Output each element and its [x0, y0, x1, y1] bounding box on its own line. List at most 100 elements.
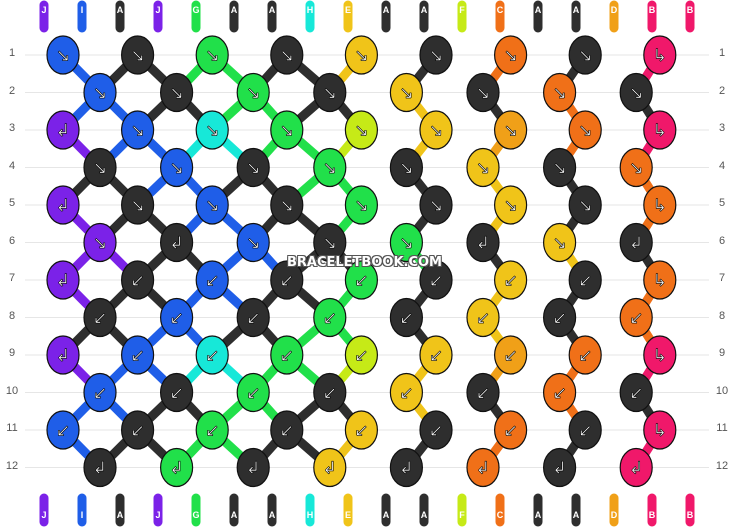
knot-body — [568, 335, 602, 375]
knot-body — [160, 222, 194, 263]
knot-arrow-icon: ↙ — [578, 421, 592, 441]
knot-arrow-icon: ↙ — [354, 346, 368, 366]
knot-body — [344, 35, 378, 75]
knot: ↲ — [466, 222, 500, 263]
knot-arrow-icon: ↘ — [578, 121, 592, 141]
knot-body — [270, 185, 304, 225]
knot: ↘ — [160, 147, 194, 188]
knot: ↘ — [195, 35, 229, 75]
knot: ↘ — [494, 185, 528, 225]
knot: ↙ — [83, 372, 117, 413]
knot-body — [643, 185, 677, 225]
knot: ↲ — [466, 447, 500, 488]
strand-bottom-label: C — [496, 510, 504, 520]
knot-body — [121, 260, 155, 300]
knot: ↘ — [466, 147, 500, 188]
knot: ↘ — [568, 185, 602, 225]
knot: ↘ — [494, 110, 528, 150]
knot-arrow-icon: ↙ — [354, 271, 368, 291]
knot-body — [270, 35, 304, 75]
knot-arrow-icon: ↙ — [56, 421, 70, 441]
knot-body — [494, 185, 528, 225]
knot: ↙ — [160, 372, 194, 413]
knot: ↳ — [643, 185, 677, 225]
knot: ↙ — [568, 335, 602, 375]
knot-arrow-icon: ↙ — [246, 384, 260, 404]
knot-arrow-icon: ↘ — [429, 196, 443, 216]
knot-body — [236, 297, 270, 338]
knot: ↘ — [419, 185, 453, 225]
knot: ↙ — [619, 372, 653, 413]
knot-body — [419, 35, 453, 75]
knot-arrow-icon: ↘ — [323, 234, 337, 254]
row-number-right: 9 — [718, 347, 726, 359]
knot: ↙ — [466, 372, 500, 413]
knot-body — [419, 410, 453, 450]
knot: ↘ — [236, 72, 270, 113]
knot-arrow-icon: ↘ — [629, 84, 643, 104]
strand-top-label: B — [686, 5, 694, 15]
knot: ↙ — [313, 372, 347, 413]
knot-arrow-icon: ↘ — [93, 234, 107, 254]
knot-arrow-icon: ↲ — [399, 459, 413, 479]
knot: ↘ — [313, 72, 347, 113]
knot-arrow-icon: ↘ — [169, 159, 183, 179]
knot-arrow-icon: ↲ — [246, 459, 260, 479]
knot-body — [643, 110, 677, 150]
knot-arrow-icon: ↲ — [56, 346, 70, 366]
knot: ↙ — [236, 372, 270, 413]
knot-body — [313, 372, 347, 413]
knot: ↲ — [46, 335, 80, 375]
knot-arrow-icon: ↘ — [552, 159, 566, 179]
knot-arrow-icon: ↘ — [399, 84, 413, 104]
knot-body — [236, 372, 270, 413]
knot: ↳ — [643, 335, 677, 375]
knot-arrow-icon: ↲ — [169, 234, 183, 254]
knot-body — [542, 147, 577, 188]
knot: ↘ — [389, 222, 423, 263]
knot-arrow-icon: ↘ — [205, 196, 219, 216]
knot: ↳ — [643, 35, 677, 75]
knot-body — [389, 147, 423, 188]
knot: ↘ — [389, 72, 423, 113]
knot-arrow-icon: ↙ — [93, 309, 107, 329]
knot: ↙ — [568, 410, 602, 450]
knot-body — [270, 110, 304, 150]
knot-arrow-icon: ↲ — [56, 121, 70, 141]
knot-arrow-icon: ↙ — [503, 346, 517, 366]
strand-top-label: A — [572, 5, 580, 15]
knot-body — [313, 147, 347, 188]
knot-body — [494, 110, 528, 150]
knot: ↙ — [121, 410, 155, 450]
knot-body — [542, 297, 577, 338]
knot-arrow-icon: ↘ — [399, 159, 413, 179]
knot: ↙ — [236, 297, 270, 338]
knot-arrow-icon: ↙ — [629, 384, 643, 404]
knot-arrow-icon: ↳ — [653, 421, 667, 441]
strand-top-label: A — [382, 5, 390, 15]
knot-body — [313, 222, 347, 263]
knot-body — [619, 372, 653, 413]
knot-arrow-icon: ↙ — [578, 346, 592, 366]
knot: ↘ — [121, 110, 155, 150]
knot-body — [236, 222, 270, 263]
knot-arrow-icon: ↘ — [503, 121, 517, 141]
strand-bottom-label: I — [80, 510, 84, 520]
knot-arrow-icon: ↙ — [205, 421, 219, 441]
knot-body — [195, 35, 229, 75]
knot-arrow-icon: ↘ — [130, 196, 144, 216]
knot-arrow-icon: ↙ — [280, 271, 294, 291]
row-number-left: 2 — [8, 84, 16, 97]
knot-body — [542, 72, 577, 113]
row-number-left: 6 — [8, 234, 16, 247]
knot: ↘ — [419, 35, 453, 75]
strand-top-label: A — [116, 5, 124, 15]
knot-arrow-icon: ↘ — [280, 121, 294, 141]
knot-arrow-icon: ↘ — [476, 84, 490, 104]
strand-bottom-label: A — [116, 510, 124, 520]
knot-arrow-icon: ↳ — [653, 346, 667, 366]
knot-body — [236, 147, 270, 188]
row-number-right: 8 — [718, 309, 726, 322]
knot-body — [466, 147, 500, 188]
